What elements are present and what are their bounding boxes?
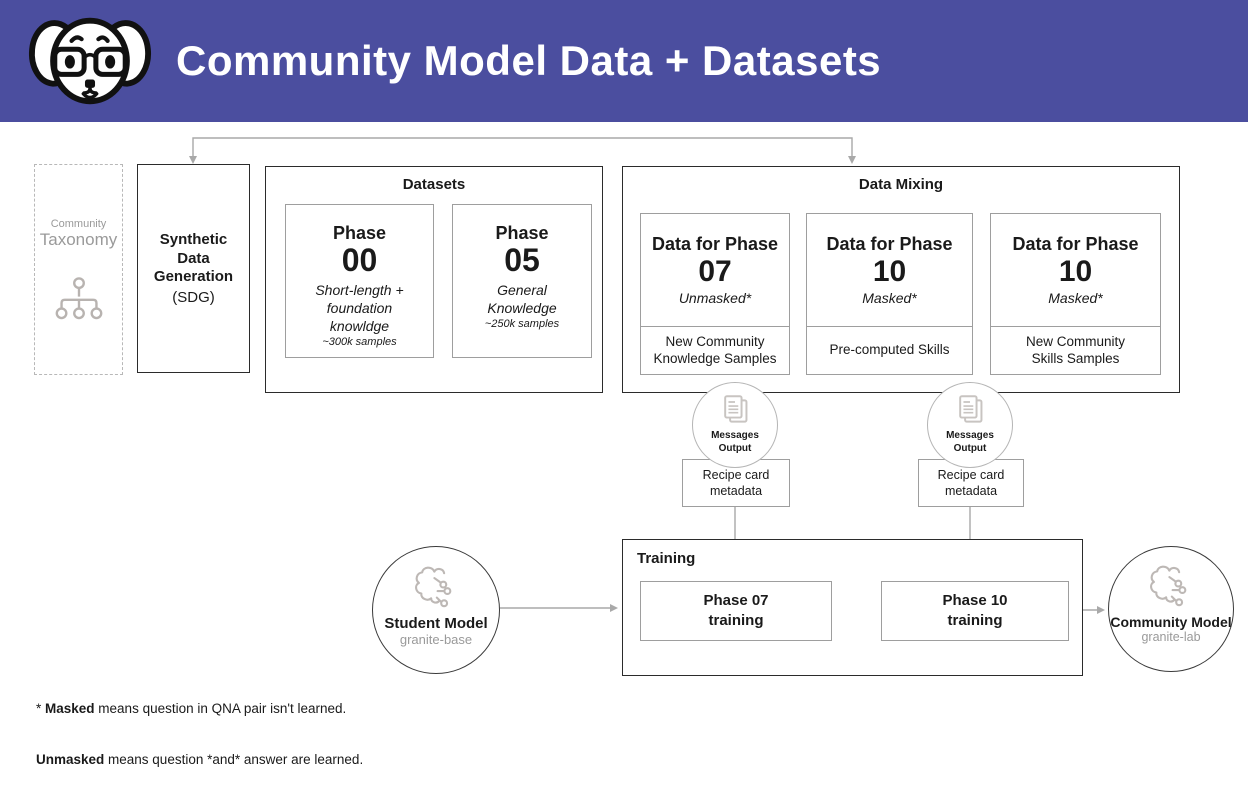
footnote-line1-text: means question in QNA pair isn't learned…	[94, 700, 347, 716]
document-pages-icon	[724, 395, 748, 423]
card-mask: Unmasked*	[678, 290, 752, 306]
messages-output-label: Messages Output	[711, 430, 759, 454]
phase-05-samples: ~250k samples	[484, 317, 560, 330]
taxonomy-label: Taxonomy	[39, 229, 118, 249]
data-for-phase-10b-card: Data for Phase 10 Masked* New Community …	[990, 213, 1161, 375]
student-model-circle: Student Model granite-base	[372, 546, 500, 674]
data-for-phase-10a-bottom: Pre-computed Skills	[806, 327, 973, 375]
datasets-label: Datasets	[402, 176, 466, 193]
phase-00-title: Phase	[332, 223, 387, 243]
card-number: 10	[872, 255, 907, 288]
card-title: Data for Phase	[1012, 234, 1139, 254]
footnote-line-1: * Masked means question in QNA pair isn'…	[36, 700, 363, 717]
card-bottom-text: New Community Knowledge Samples	[653, 333, 777, 366]
community-model-title: Community Model	[1110, 614, 1232, 630]
messages-output-label: Messages Output	[946, 430, 994, 454]
footnote: * Masked means question in QNA pair isn'…	[36, 665, 363, 786]
data-for-phase-10b-bottom: New Community Skills Samples	[990, 327, 1161, 375]
data-for-phase-07-top: Data for Phase 07 Unmasked*	[640, 213, 790, 327]
training-container: Training Phase 07 training Phase 10 trai…	[622, 539, 1083, 676]
recipe-card-text: Recipe card metadata	[937, 467, 1005, 498]
student-model-subtitle: granite-base	[399, 632, 473, 647]
page-title: Community Model Data + Datasets	[176, 37, 882, 84]
card-title: Data for Phase	[651, 234, 779, 254]
phase-07-training-box: Phase 07 training	[640, 581, 832, 641]
brain-circuit-icon	[1150, 565, 1187, 607]
phase-05-title: Phase	[495, 223, 549, 243]
taxonomy-tree-icon	[55, 276, 102, 319]
card-number: 07	[698, 255, 732, 288]
data-for-phase-07-card: Data for Phase 07 Unmasked* New Communit…	[640, 213, 790, 375]
training-box-line2: training	[947, 612, 1003, 629]
card-mask: Masked*	[862, 290, 917, 306]
phase-00-card: Phase 00 Short-length + foundation knowl…	[285, 204, 434, 358]
training-box-line2: training	[708, 612, 764, 629]
training-box-line1: Phase 10	[942, 591, 1008, 609]
sdg-title: Synthetic Data Generation	[153, 230, 234, 286]
sdg-subtitle: (SDG)	[172, 289, 215, 307]
card-bottom-text: New Community Skills Samples	[1025, 333, 1126, 366]
puppy-with-glasses-logo-icon	[29, 17, 151, 105]
brain-circuit-icon	[415, 566, 452, 608]
training-label: Training	[637, 550, 696, 567]
phase-00-number: 00	[341, 242, 378, 278]
messages-output-circle-2: Messages Output	[927, 382, 1013, 468]
footnote-line-2: Unmasked means question *and* answer are…	[36, 751, 363, 768]
phase-05-desc: General Knowledge	[487, 281, 557, 316]
student-model-title: Student Model	[384, 615, 488, 632]
data-for-phase-10a-top: Data for Phase 10 Masked*	[806, 213, 973, 327]
phase-05-number: 05	[504, 242, 540, 278]
data-for-phase-07-bottom: New Community Knowledge Samples	[640, 327, 790, 375]
footnote-unmasked-term: Unmasked	[36, 752, 105, 768]
data-for-phase-10b-top: Data for Phase 10 Masked*	[990, 213, 1161, 327]
phase-00-desc: Short-length + foundation knowldge	[315, 281, 404, 334]
footnote-line2-text: means question *and* answer are learned.	[104, 752, 364, 768]
document-pages-icon	[959, 395, 983, 423]
phase-00-samples: ~300k samples	[322, 336, 397, 349]
phase-05-card: Phase 05 General Knowledge ~250k samples	[452, 204, 592, 358]
card-bottom-text: Pre-computed Skills	[829, 342, 950, 358]
footnote-asterisk: *	[36, 700, 46, 716]
community-taxonomy-box: Community Taxonomy	[34, 164, 123, 375]
header-banner: Community Model Data + Datasets	[0, 0, 1248, 122]
data-for-phase-10a-card: Data for Phase 10 Masked* Pre-computed S…	[806, 213, 973, 375]
community-model-subtitle: granite-lab	[1141, 630, 1201, 644]
data-mixing-container: Data Mixing Data for Phase 07 Unmasked* …	[622, 166, 1180, 393]
training-box-line1: Phase 07	[703, 591, 769, 609]
sdg-box: Synthetic Data Generation (SDG)	[137, 164, 250, 373]
card-title: Data for Phase	[826, 234, 953, 254]
card-number: 10	[1058, 255, 1093, 288]
phase-10-training-box: Phase 10 training	[881, 581, 1069, 641]
footnote-masked-term: Masked	[45, 700, 95, 716]
messages-output-circle-1: Messages Output	[692, 382, 778, 468]
card-mask: Masked*	[1048, 290, 1103, 306]
data-mixing-label: Data Mixing	[858, 176, 944, 193]
datasets-container: Datasets Phase 00 Short-length + foundat…	[265, 166, 603, 393]
community-model-circle: Community Model granite-lab	[1108, 546, 1234, 672]
recipe-card-text: Recipe card metadata	[702, 467, 770, 498]
taxonomy-label-small: Community	[50, 217, 107, 230]
